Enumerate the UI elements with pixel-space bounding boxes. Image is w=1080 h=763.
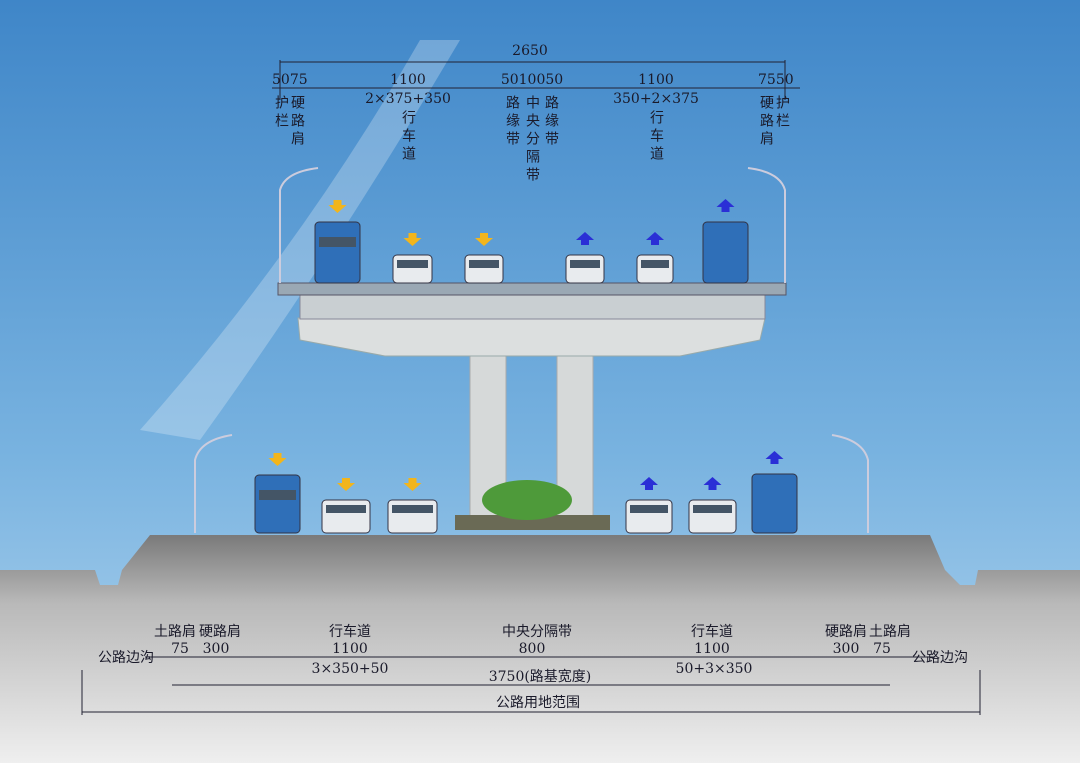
windshield — [570, 260, 600, 268]
left-earth-shoulder-width: 75 — [171, 641, 189, 657]
car — [392, 254, 433, 284]
car — [464, 254, 504, 284]
arrow-down-icon — [475, 233, 493, 246]
upper-left-carriageway-width: 1100 — [390, 72, 426, 88]
median-label: 中央分隔带 — [502, 624, 572, 640]
upper-right-carriageway-detail: 350+2×375 — [613, 91, 699, 107]
arrow-up-icon — [716, 199, 735, 212]
car — [321, 499, 371, 534]
median-width: 800 — [518, 641, 546, 657]
arrow-up-icon — [640, 477, 658, 490]
upper-median-center: 中央分隔带 — [524, 95, 540, 185]
right-carriageway-width: 1100 — [694, 641, 730, 657]
upper-right-hard-shoulder: 硬路肩 — [758, 95, 774, 149]
right-earth-shoulder-label: 土路肩 — [869, 624, 911, 640]
arrow-up-icon — [703, 477, 722, 490]
left-earth-shoulder-label: 土路肩 — [154, 624, 196, 640]
upper-right-guardrail: 护栏 — [774, 95, 790, 131]
windshield — [326, 505, 366, 513]
dimension-lines — [81, 60, 981, 715]
right-ditch-label: 公路边沟 — [912, 650, 968, 666]
median-shrubs — [482, 480, 572, 520]
car — [688, 499, 737, 534]
upper-median-left-edge: 路缘带 — [504, 95, 520, 149]
arrow-down-icon — [328, 200, 347, 213]
left-hard-shoulder-width: 300 — [202, 641, 230, 657]
left-carriageway-label: 行车道 — [329, 624, 371, 640]
right-hard-shoulder-label: 硬路肩 — [825, 624, 867, 640]
upper-median-width: 5010050 — [500, 72, 564, 88]
arrow-up-icon — [765, 451, 784, 464]
windshield — [259, 490, 296, 500]
cloud — [140, 40, 460, 440]
truck — [751, 473, 798, 534]
left-ditch-label: 公路边沟 — [98, 650, 154, 666]
left-carriageway-detail: 3×350+50 — [311, 661, 389, 677]
windshield — [630, 505, 668, 513]
upper-total-width: 2650 — [512, 43, 548, 59]
truck — [702, 221, 749, 284]
cap-beam — [297, 317, 766, 357]
arrow-down-icon — [403, 233, 422, 246]
arrow-up-icon — [576, 232, 594, 245]
windshield — [469, 260, 499, 268]
box-girders — [299, 294, 766, 320]
arrow-up-icon — [646, 232, 664, 245]
subgrade-width: 3750(路基宽度) — [488, 669, 592, 685]
land-range-label: 公路用地范围 — [496, 695, 580, 711]
windshield — [392, 505, 433, 513]
truck — [254, 474, 301, 534]
right-hard-shoulder-width: 300 — [832, 641, 860, 657]
windshield — [397, 260, 428, 268]
windshield — [693, 505, 732, 513]
ground-embankment — [0, 535, 1080, 763]
upper-left-edge-width: 5075 — [272, 72, 308, 88]
left-hard-shoulder-label: 硬路肩 — [199, 624, 241, 640]
upper-left-hard-shoulder: 硬路肩 — [289, 95, 305, 149]
windshield — [319, 237, 356, 247]
car — [636, 254, 674, 284]
upper-right-edge-width: 7550 — [758, 72, 794, 88]
car — [625, 499, 673, 534]
street-lights — [194, 167, 869, 533]
upper-left-carriageway-detail: 2×375+350 — [365, 91, 451, 107]
windshield — [641, 260, 669, 268]
right-carriageway-label: 行车道 — [691, 624, 733, 640]
right-carriageway-detail: 50+3×350 — [675, 661, 753, 677]
upper-left-carriageway-label: 行车道 — [400, 110, 416, 164]
arrow-down-icon — [403, 478, 422, 491]
car — [387, 499, 438, 534]
upper-deck — [277, 282, 787, 296]
upper-right-carriageway-width: 1100 — [638, 72, 674, 88]
arrow-down-icon — [337, 478, 355, 491]
car — [565, 254, 605, 284]
median-planter — [455, 515, 610, 530]
truck — [314, 221, 361, 284]
upper-right-carriageway-label: 行车道 — [648, 110, 664, 164]
upper-left-guardrail: 护栏 — [273, 95, 289, 131]
left-carriageway-width: 1100 — [332, 641, 368, 657]
right-earth-shoulder-width: 75 — [873, 641, 891, 657]
arrow-down-icon — [268, 453, 287, 466]
upper-median-right-edge: 路缘带 — [543, 95, 559, 149]
